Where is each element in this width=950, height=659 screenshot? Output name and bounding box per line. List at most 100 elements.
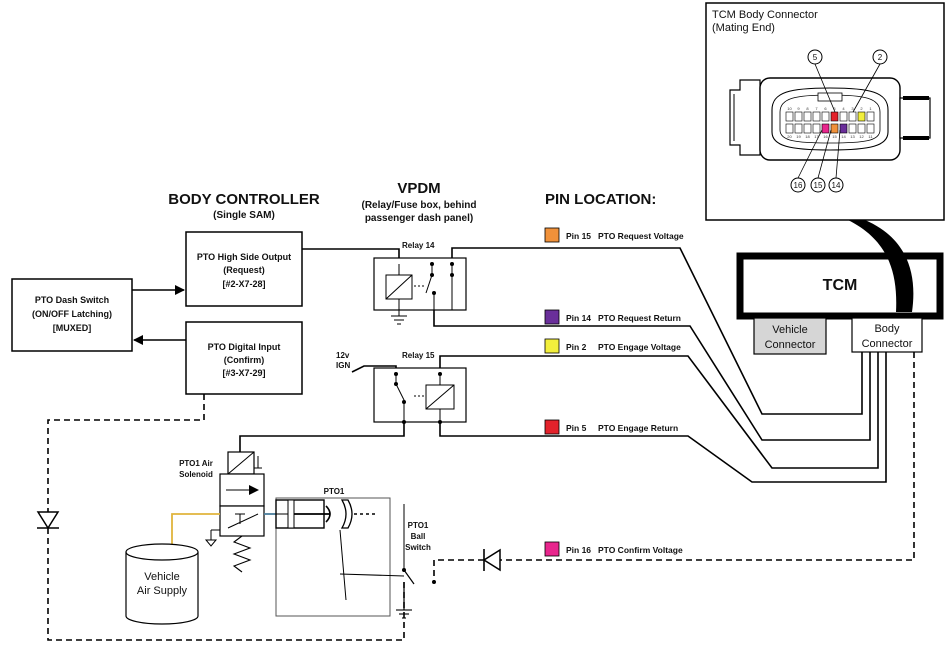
output-line3: [#2-X7-28] [222, 279, 265, 289]
body-controller-subtitle: (Single SAM) [213, 210, 275, 221]
connector-pin [821, 111, 830, 122]
connector-pin [839, 111, 848, 122]
vehicle-connector [753, 317, 827, 355]
connector-pin-number: 20 [787, 134, 792, 139]
connector-pin [866, 111, 875, 122]
connector-pin [848, 123, 857, 134]
connector-pin-number: 9 [797, 106, 800, 111]
connector-pin-number: 4 [842, 106, 845, 111]
body-controller-title: BODY CONTROLLER [168, 191, 320, 208]
air-supply-label-1: Vehicle [144, 571, 179, 583]
dash-switch-line2: (ON/OFF Latching) [32, 309, 112, 319]
connector-pin-number: 19 [796, 134, 801, 139]
connector-pin-number: 1 [869, 106, 872, 111]
connector-pin [821, 123, 830, 134]
connector-pin-number: 13 [850, 134, 855, 139]
vpdm-subtitle-1: (Relay/Fuse box, behind [361, 200, 476, 211]
pin-color-swatch [544, 541, 560, 557]
pin-color-swatch [544, 338, 560, 354]
wire-pin15-request-voltage [451, 247, 863, 415]
pin-description-label: PTO Engage Voltage [598, 342, 681, 352]
pin-callout-number: 2 [878, 53, 883, 62]
relay-14-label: Relay 14 [402, 241, 435, 250]
pto1-label: PTO1 [324, 487, 345, 496]
pin-color-swatch [544, 309, 560, 325]
wire-confirm-return-loop [47, 394, 405, 641]
wire-pin14-request-return [433, 310, 871, 441]
connector-pin [857, 111, 866, 122]
relay-15-label: Relay 15 [402, 351, 435, 360]
vehicle-air-supply-tank [125, 543, 199, 625]
connector-pin [830, 111, 839, 122]
pin-number-label: Pin 15 [566, 231, 591, 241]
vpdm-title: VPDM [397, 180, 440, 197]
pin-callout-number: 14 [832, 181, 841, 190]
inset-pointer [848, 218, 914, 312]
connector-pin-number: 2 [860, 106, 863, 111]
pin-description-label: PTO Request Return [598, 313, 681, 323]
wire-relay15-to-solenoid [239, 422, 405, 452]
connector-pin [785, 123, 794, 134]
tcm-title: TCM [823, 277, 858, 294]
ball-switch-label-2: Ball [411, 532, 426, 541]
input-line2: (Confirm) [224, 355, 265, 365]
ign-label-1: 12v [336, 351, 350, 360]
connector-pin [857, 123, 866, 134]
connector-pin-number: 12 [859, 134, 864, 139]
ign-label-2: IGN [336, 361, 350, 370]
pin-callout-circle [872, 49, 888, 65]
pin-callout-number: 5 [813, 53, 818, 62]
connector-pin [785, 111, 794, 122]
pin-location-title: PIN LOCATION: [545, 191, 656, 208]
confirm-diode-right-icon [482, 548, 501, 572]
pin-number-label: Pin 16 [566, 545, 591, 555]
connector-pin-number: 15 [832, 134, 837, 139]
relay-14-box [373, 257, 467, 311]
pto-digital-input-box [185, 321, 303, 395]
solenoid-label-1: PTO1 Air [179, 459, 213, 468]
connector-pin [794, 123, 803, 134]
wire-ign-to-relay15 [351, 365, 397, 373]
body-connector-label-2: Connector [862, 338, 913, 350]
connector-pin [803, 123, 812, 134]
connector-pin [848, 111, 857, 122]
input-line3: [#3-X7-29] [222, 368, 265, 378]
wire-output-to-relay14 [302, 248, 400, 258]
connector-pin-number: 3 [851, 106, 854, 111]
pin-callout-circle [790, 177, 806, 193]
body-connector-label-1: Body [874, 323, 900, 335]
pin-description-label: PTO Confirm Voltage [598, 545, 683, 555]
connector-pin-number: 14 [841, 134, 846, 139]
connector-pin-number: 10 [787, 106, 792, 111]
ball-switch-label-1: PTO1 [408, 521, 429, 530]
pin-callout-number: 16 [794, 181, 803, 190]
connector-pin-number: 6 [824, 106, 827, 111]
connector-pin-number: 17 [814, 134, 819, 139]
inset-title-2: (Mating End) [712, 22, 775, 34]
connector-pin-number: 11 [868, 134, 873, 139]
ball-switch-label-3: Switch [405, 543, 431, 552]
pin-color-swatch [544, 227, 560, 243]
relay-15-contact [395, 383, 406, 403]
pin-callout-circle [828, 177, 844, 193]
pto-dash-switch-box [11, 278, 133, 352]
wire-pin16-confirm-voltage [500, 352, 915, 561]
connector-pin [830, 123, 839, 134]
relay-15-box [373, 367, 467, 423]
air-supply-label-2: Air Supply [137, 585, 188, 597]
connector-pin [803, 111, 812, 122]
air-supply-line [171, 513, 220, 546]
body-connector [851, 317, 923, 353]
connector-pin [794, 111, 803, 122]
connector-pin [839, 123, 848, 134]
pin-callout-circle [807, 49, 823, 65]
pin-description-label: PTO Request Voltage [598, 231, 684, 241]
connector-pin [866, 123, 875, 134]
vpdm-subtitle-2: passenger dash panel) [365, 213, 473, 224]
vehicle-connector-label-1: Vehicle [772, 324, 807, 336]
output-line2: (Request) [223, 265, 265, 275]
pin-callout-number: 15 [814, 181, 823, 190]
